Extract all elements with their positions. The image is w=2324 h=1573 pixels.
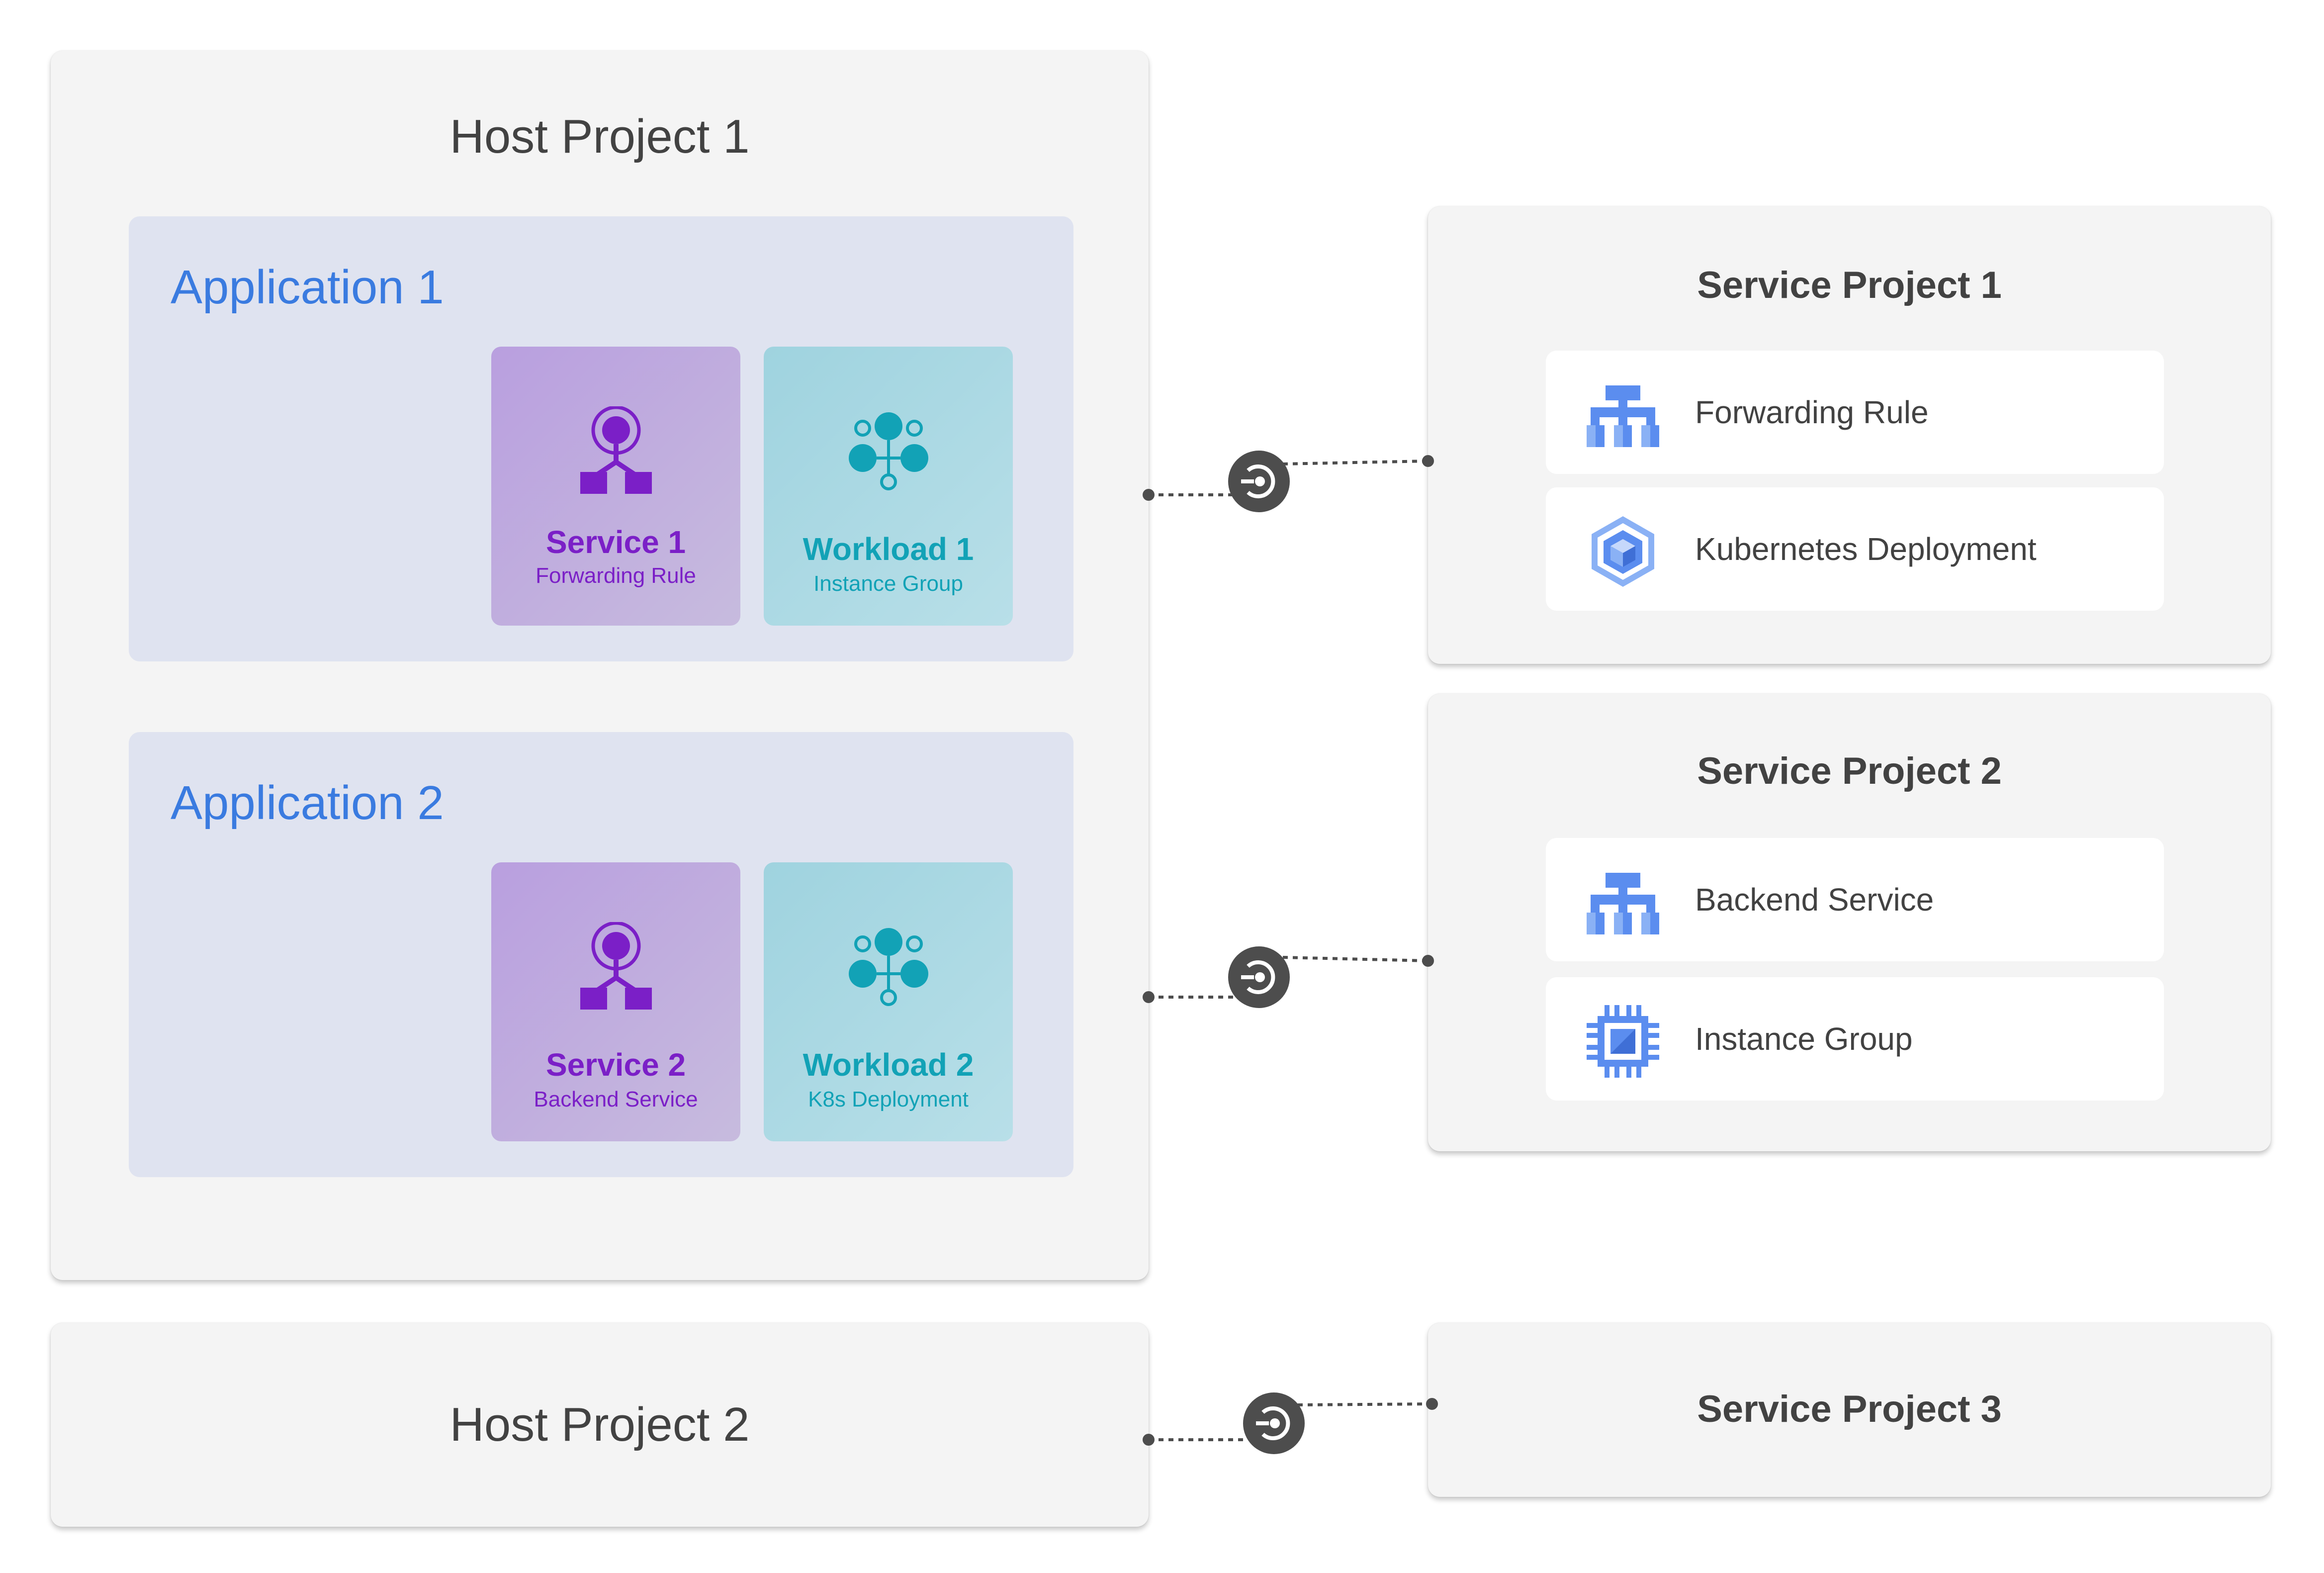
service-project-1-title: Service Project 1 (1697, 264, 2002, 306)
workload-2-name: Workload 2 (803, 1047, 974, 1083)
workload-1-card: Workload 1 Instance Group (764, 347, 1013, 626)
workload-icon (848, 412, 928, 490)
service-1-card: Service 1 Forwarding Rule (491, 347, 740, 626)
kubernetes-deployment-label: Kubernetes Deployment (1695, 531, 2037, 567)
workload-1-type: Instance Group (813, 571, 963, 596)
service-2-name: Service 2 (545, 1047, 686, 1083)
service-project-2-item-backend-service: Backend Service (1546, 838, 2164, 961)
chip-icon (1587, 1005, 1659, 1078)
service-1-name: Service 1 (545, 524, 686, 560)
workload-2-card: Workload 2 K8s Deployment (764, 862, 1013, 1141)
connector-service-project-2 (1143, 946, 1434, 1008)
connector-service-project-3 (1143, 1392, 1438, 1454)
application-2-title: Application 2 (171, 776, 444, 830)
forwarding-rule-label: Forwarding Rule (1695, 394, 1929, 430)
service-project-1-panel: Service Project 1 Forwarding Rule Kub (1428, 206, 2271, 664)
connector-service-project-1 (1143, 451, 1434, 512)
application-1-panel: Application 1 Service 1 Forwarding Rule (129, 216, 1073, 661)
service-icon (580, 922, 652, 1010)
hierarchy-icon (1587, 873, 1659, 934)
service-project-2-title: Service Project 2 (1697, 750, 2002, 792)
service-project-2-item-instance-group: Instance Group (1546, 977, 2164, 1101)
hierarchy-icon (1587, 385, 1659, 447)
service-project-1-item-kubernetes-deployment: Kubernetes Deployment (1546, 487, 2164, 611)
kubernetes-cube-icon (1592, 516, 1654, 587)
host-project-2-title: Host Project 2 (449, 1398, 750, 1451)
service-1-type: Forwarding Rule (536, 563, 696, 588)
workload-1-name: Workload 1 (803, 531, 974, 567)
attachment-icon (1228, 451, 1290, 512)
service-project-3-panel: Service Project 3 (1428, 1323, 2271, 1497)
service-2-card: Service 2 Backend Service (491, 862, 740, 1141)
host-project-2-panel: Host Project 2 (51, 1323, 1149, 1527)
service-icon (580, 406, 652, 494)
service-project-1-item-forwarding-rule: Forwarding Rule (1546, 351, 2164, 474)
attachment-icon (1243, 1392, 1305, 1454)
instance-group-label: Instance Group (1695, 1021, 1913, 1057)
host-project-1-title: Host Project 1 (449, 110, 750, 163)
service-project-2-panel: Service Project 2 Backend Service (1428, 694, 2271, 1151)
workload-2-type: K8s Deployment (808, 1087, 969, 1111)
application-2-panel: Application 2 Service 2 Backend Service (129, 732, 1073, 1177)
application-1-title: Application 1 (171, 261, 444, 314)
host-project-1-panel: Host Project 1 Application 1 Service 1 F… (51, 51, 1149, 1280)
service-2-type: Backend Service (534, 1087, 698, 1111)
attachment-icon (1228, 946, 1290, 1008)
workload-icon (848, 928, 928, 1006)
service-project-3-title: Service Project 3 (1697, 1388, 2002, 1430)
backend-service-label: Backend Service (1695, 882, 1934, 918)
